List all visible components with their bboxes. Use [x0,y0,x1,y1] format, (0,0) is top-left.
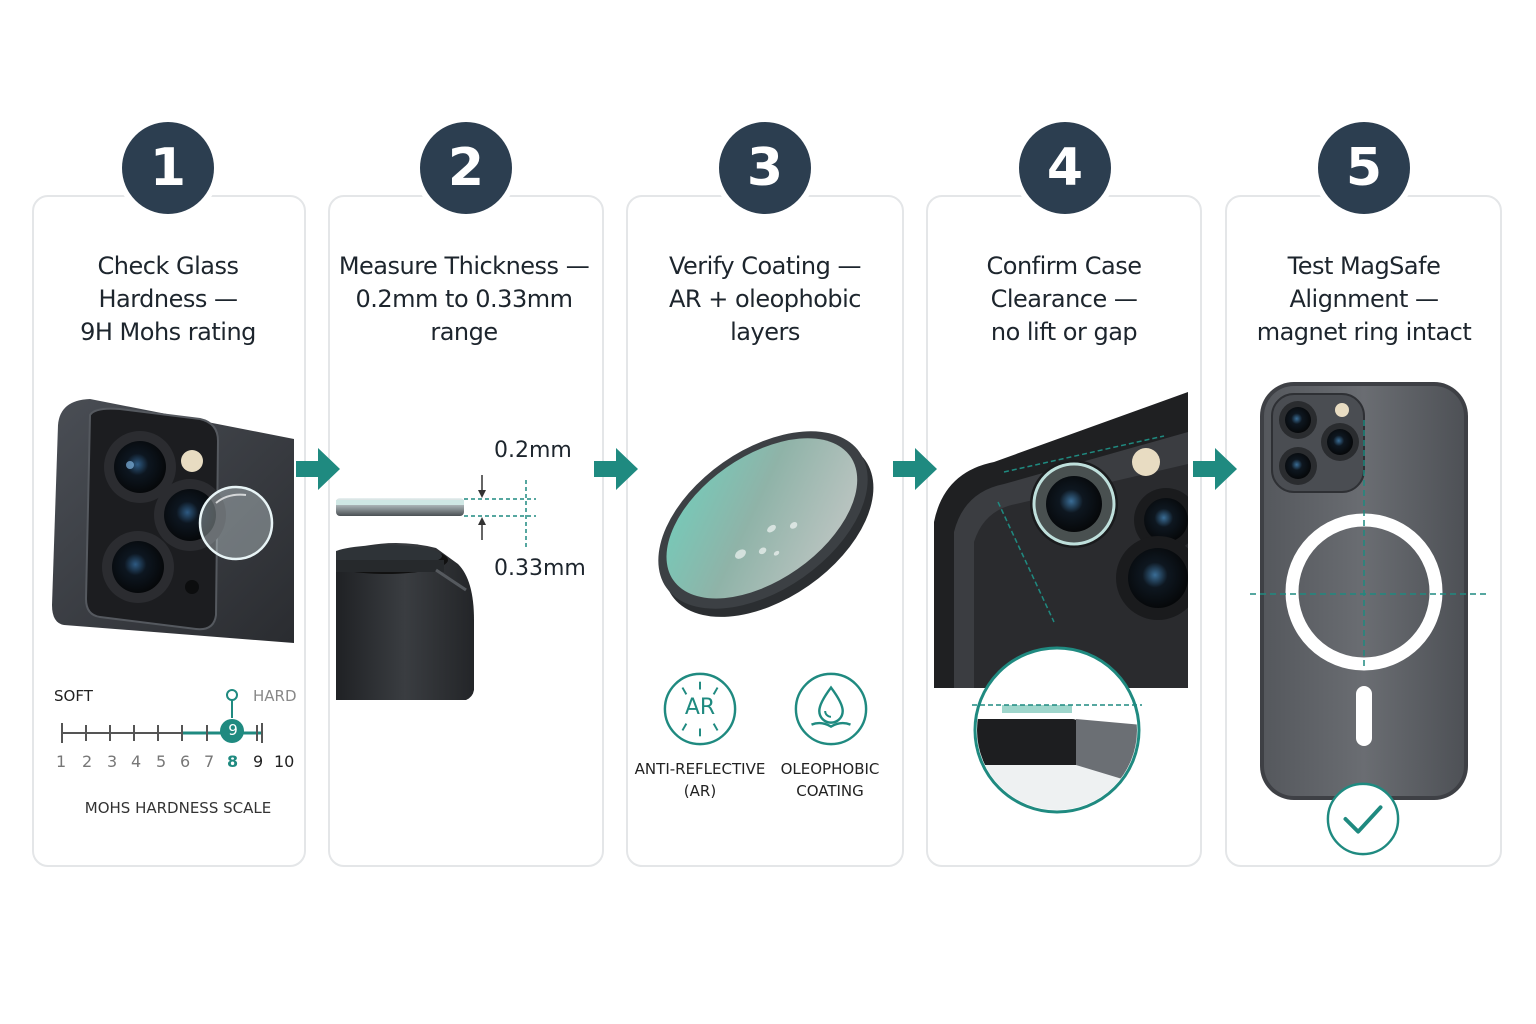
mohs-scale-caption: MOHS HARDNESS SCALE [84,799,272,817]
mohs-tick-label: 4 [131,752,142,771]
checkmark-icon [1326,782,1400,856]
mohs-tick-label: 9 [253,752,264,771]
mohs-tick-label: 8 [227,752,239,771]
arrow-right-icon [296,448,340,490]
arrow-right-icon [1193,448,1237,490]
step-number-badge: 1 [122,122,214,214]
mohs-marker-value: 9 [228,721,238,739]
coated-lens-illustration [658,431,874,617]
oil-drop-icon [794,672,868,746]
clearance-zoom-inset [972,646,1142,814]
arrow-right-icon [594,448,638,490]
mohs-tick-label: 2 [82,752,93,771]
mohs-tick-label: 10 [274,752,295,771]
mohs-tick-label: 6 [180,752,191,771]
anti-reflective-icon [663,672,737,746]
step-number-badge: 5 [1318,122,1410,214]
phone-camera-illustration [52,399,294,643]
mohs-soft-label: SOFT [54,687,93,705]
step-card-2 [328,195,604,867]
mohs-hard-label: HARD [253,687,297,705]
thickness-illustration [336,475,536,700]
step-number-badge: 4 [1019,122,1111,214]
thickness-thin-label: 0.2mm [494,438,572,463]
magsafe-phone-illustration [1250,382,1486,800]
mohs-tick-label: 5 [156,752,167,771]
step-number-badge: 3 [719,122,811,214]
arrow-right-icon [893,448,937,490]
case-clearance-illustration [934,392,1188,688]
anti-reflective-icon-text: AR [684,695,716,720]
mohs-scale-bar [61,689,263,743]
mohs-tick-labels: 1 2 3 4 5 6 7 8 9 10 [52,752,302,774]
step-number-badge: 2 [420,122,512,214]
mohs-tick-label: 3 [107,752,118,771]
mohs-tick-label: 7 [204,752,215,771]
mohs-tick-label: 1 [56,752,67,771]
thickness-thick-label: 0.33mm [494,556,586,581]
anti-reflective-label: ANTI-REFLECTIVE(AR) [634,760,766,800]
